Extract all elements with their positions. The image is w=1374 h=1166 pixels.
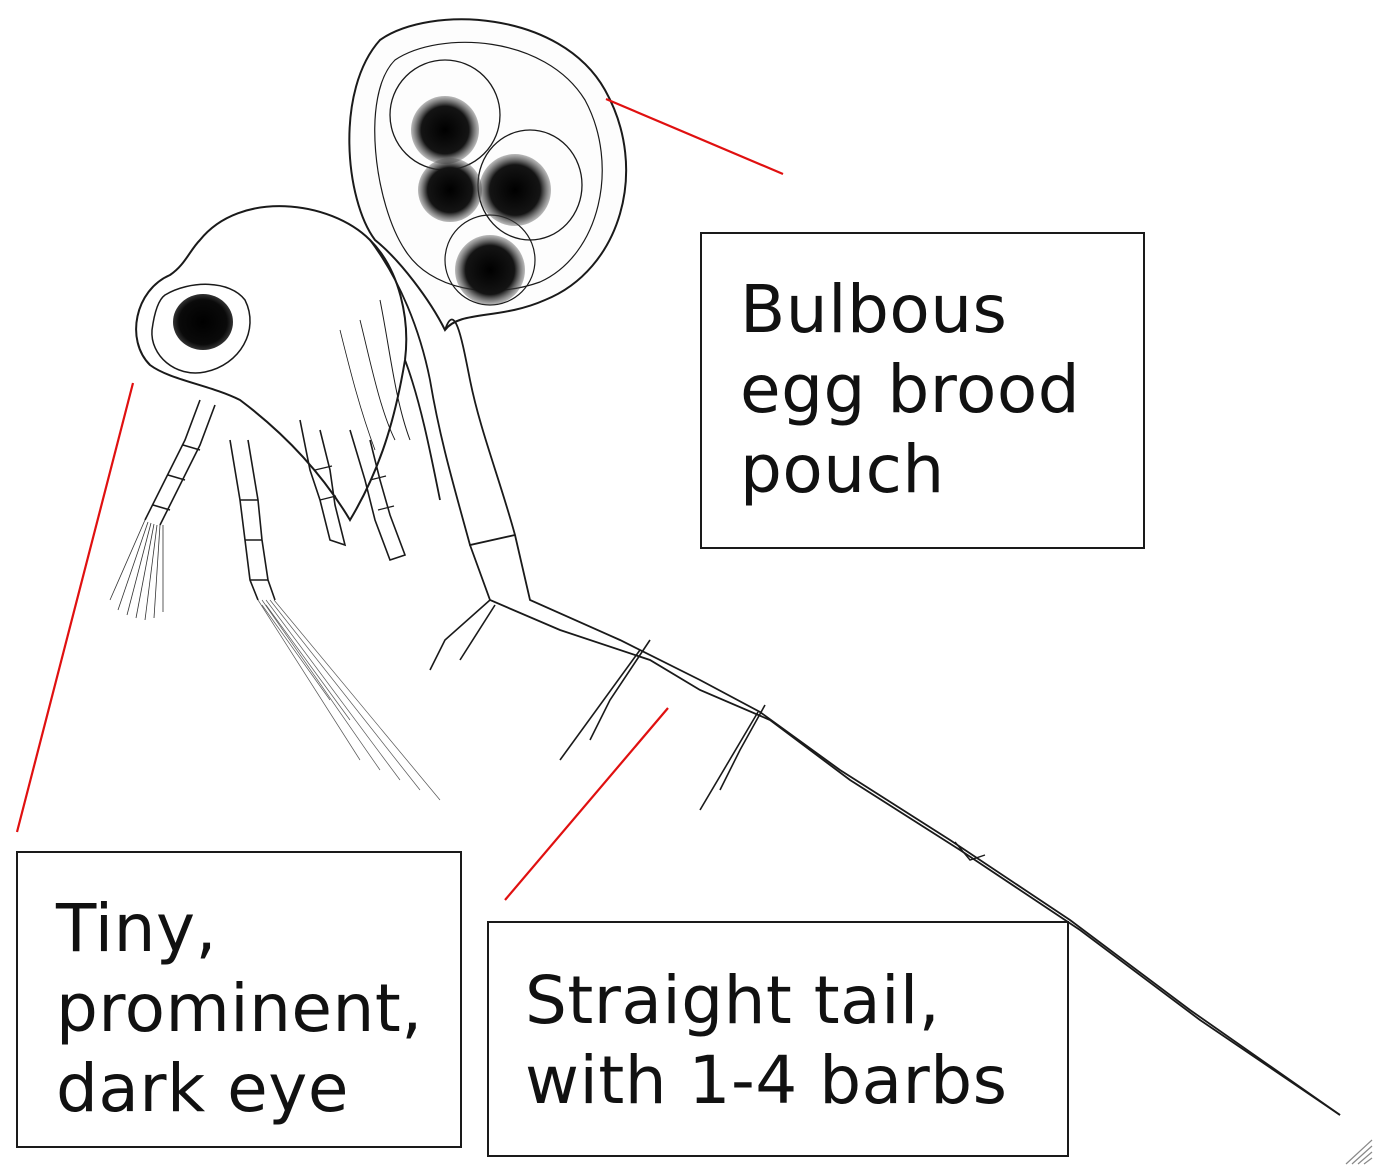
antenna-rear [230, 440, 275, 600]
tail-label: Straight tail, with 1-4 barbs [487, 921, 1069, 1157]
compound-eye [173, 294, 233, 350]
pouch-leader-line [606, 99, 783, 174]
eye-label-line-1: Tiny, [56, 889, 460, 969]
brood-pouch-label: Bulbous egg brood pouch [700, 232, 1145, 549]
eye-label-line-2: prominent, [56, 969, 460, 1049]
eye-label-line-3: dark eye [56, 1049, 460, 1129]
tail-label-line-1: Straight tail, [525, 961, 1067, 1041]
brood-pouch-label-line-1: Bulbous [740, 270, 1143, 350]
antenna-rear-setae [258, 600, 440, 800]
tail-label-line-2: with 1-4 barbs [525, 1041, 1067, 1121]
head [136, 206, 406, 520]
eye-leader-line [17, 383, 133, 832]
tail-leader-line [505, 708, 668, 900]
eye-label: Tiny, prominent, dark eye [16, 851, 462, 1148]
brood-pouch-label-line-2: egg brood [740, 350, 1143, 430]
tail-barbs [430, 600, 765, 810]
antenna-front [145, 400, 215, 525]
antenna-setae [110, 520, 163, 620]
brood-pouch-label-line-3: pouch [740, 430, 1143, 510]
resize-grip-icon [1346, 1140, 1372, 1164]
